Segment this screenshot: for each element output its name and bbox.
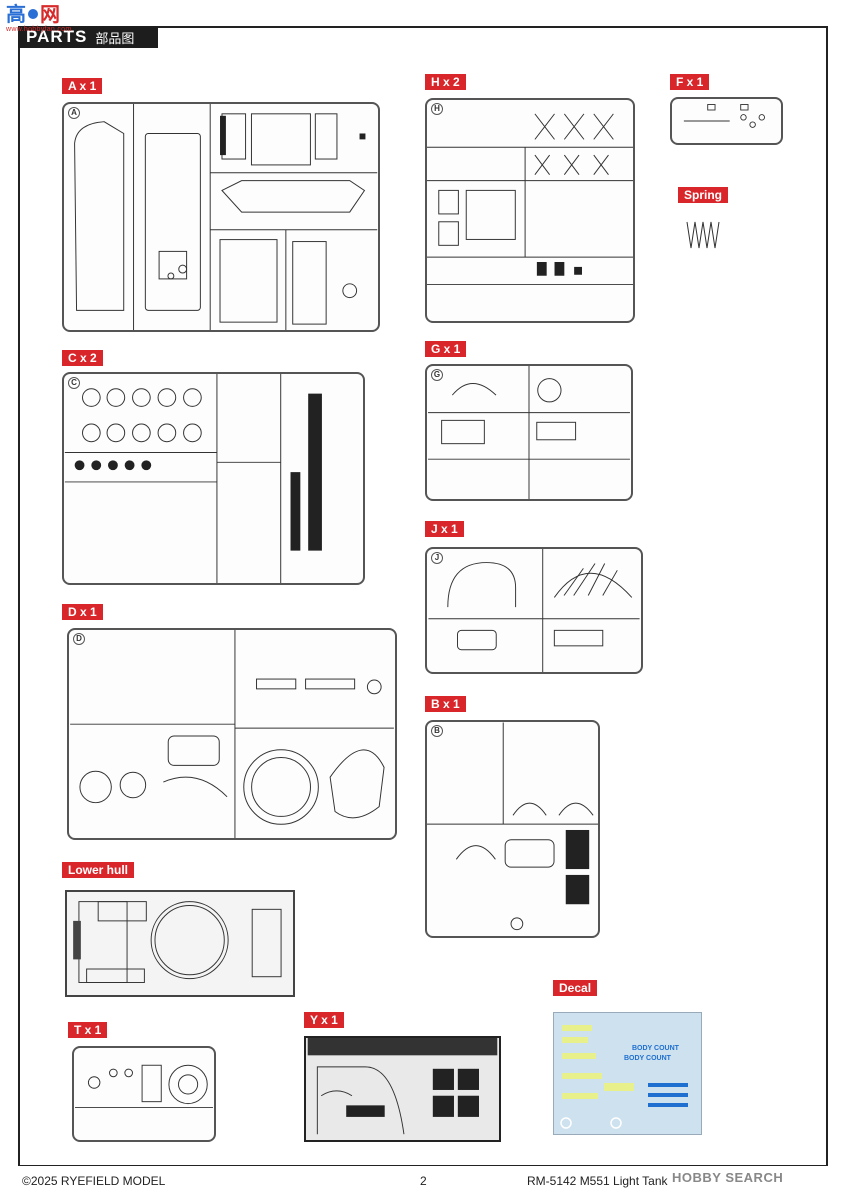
sprue-d: D (67, 628, 397, 840)
footer-product: RM-5142 M551 Light Tank (527, 1174, 668, 1188)
site-logo: 高 网 (6, 4, 60, 24)
sprue-h-letter: H (431, 103, 443, 115)
label-sprue-y: Y x 1 (304, 1012, 344, 1028)
logo-char-2: 网 (40, 2, 60, 26)
sprue-d-letter: D (73, 633, 85, 645)
sprue-c-letter: C (68, 377, 80, 389)
logo-url: www.hobbyfan.com (6, 26, 72, 33)
sprue-f (670, 97, 783, 145)
sprue-y (304, 1036, 501, 1142)
label-spring: Spring (678, 187, 728, 203)
label-sprue-c: C x 2 (62, 350, 103, 366)
logo-char-1: 高 (6, 2, 26, 26)
parts-header: PARTS 部品图 (18, 26, 158, 48)
sprue-h-drawing (427, 113, 633, 286)
logo-badge-icon (28, 9, 38, 19)
sprue-j-letter: J (431, 552, 443, 564)
sprue-g: G (425, 364, 633, 501)
decal-markings-drawing (560, 1025, 688, 1129)
sprue-b-drawing (427, 722, 598, 931)
sprue-a-letter: A (68, 107, 80, 119)
label-sprue-a: A x 1 (62, 78, 103, 94)
spring-part (686, 221, 720, 249)
sprue-j: J (425, 547, 643, 674)
lower-hull-drawing (73, 901, 282, 983)
parts-title-zh: 部品图 (95, 30, 135, 46)
decal-text-1: BODY COUNT (632, 1045, 679, 1052)
sprue-h: H (425, 98, 635, 323)
top-border-line (18, 26, 828, 28)
sprue-j-drawing (428, 549, 640, 672)
sprue-b: B (425, 720, 600, 938)
sprue-t (72, 1046, 216, 1142)
sprue-g-letter: G (431, 369, 443, 381)
label-sprue-t: T x 1 (68, 1022, 108, 1038)
sprue-d-drawing (70, 630, 394, 838)
label-sprue-b: B x 1 (425, 696, 466, 712)
footer-copyright: ©2025 RYEFIELD MODEL (22, 1174, 166, 1188)
decal-sheet: BODY COUNT BODY COUNT (553, 1012, 702, 1135)
sprue-c: C (62, 372, 365, 585)
sprue-y-drawing (307, 1038, 498, 1135)
label-sprue-f: F x 1 (670, 74, 710, 90)
sprue-b-letter: B (431, 725, 443, 737)
decal-text-2: BODY COUNT (624, 1055, 671, 1062)
label-sprue-h: H x 2 (425, 74, 466, 90)
sprue-a-drawing (74, 104, 378, 330)
sprue-f-drawing (683, 104, 766, 128)
left-border-line (18, 26, 20, 1166)
lower-hull-part (65, 890, 295, 997)
label-sprue-g: G x 1 (425, 341, 467, 357)
footer-page-number: 2 (420, 1174, 427, 1188)
sprue-a: A (62, 102, 380, 332)
label-sprue-d: D x 1 (62, 604, 103, 620)
right-border-line (826, 26, 828, 1166)
label-sprue-j: J x 1 (425, 521, 464, 537)
sprue-c-drawing (64, 374, 322, 583)
bottom-border-line (18, 1165, 828, 1166)
watermark: HOBBY SEARCH (672, 1170, 784, 1185)
parts-title-en: PARTS (26, 27, 88, 46)
sprue-t-drawing (75, 1064, 213, 1108)
label-lower-hull: Lower hull (62, 862, 134, 878)
sprue-g-drawing (428, 366, 630, 499)
label-decal: Decal (553, 980, 598, 996)
